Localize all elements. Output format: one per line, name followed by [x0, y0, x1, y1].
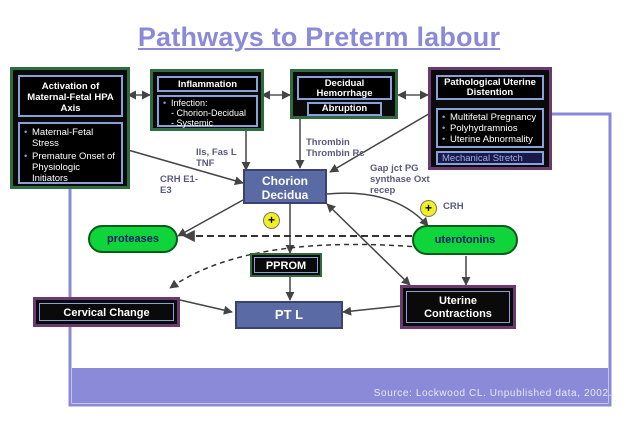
plus-marker-right: + [420, 200, 437, 217]
arrow-chorion-uterotonins [326, 192, 429, 227]
pathological-item-multifetal: Multifetal Pregnancy [442, 112, 538, 123]
activation-list-box: Maternal-Fetal Stress Premature Onset of… [18, 122, 123, 184]
activation-item-stress: Maternal-Fetal Stress [24, 127, 117, 149]
activation-title: Activation of Maternal-Fetal HPA Axis [18, 75, 123, 117]
inflammation-item-infection: Infection: [163, 98, 252, 108]
background-panel [68, 112, 612, 407]
proteases-pill: proteases [88, 225, 178, 253]
inflammation-list-box: Infection: - Chorion-Decidual - Systemic [157, 95, 258, 128]
uterotonins-pill: uterotonins [412, 225, 518, 255]
arrow-contractions-ptl [342, 305, 401, 316]
arrow-activation-chorion [127, 149, 244, 186]
pathological-item-polyhydramnios: Polyhydramnios [442, 123, 538, 134]
decidual-box: Decidual Hemorrhage Abruption [290, 69, 398, 119]
label-crh-e1-e3: CRH E1-E3 [160, 174, 199, 196]
label-ils-fas-tnf: Ils, Fas L TNF [196, 147, 237, 169]
cervical-change-label: Cervical Change [39, 303, 174, 321]
uterine-contractions-box: Uterine Contractions [400, 285, 516, 329]
pathological-item-uterine: Uterine Abnormality [442, 134, 538, 145]
pathological-box: Pathological Uterine Distention Multifet… [428, 67, 552, 170]
dashed-uterotonins-cervical [169, 243, 431, 289]
pprom-box: PPROM [250, 253, 322, 277]
activation-box: Activation of Maternal-Fetal HPA Axis Ma… [10, 67, 130, 189]
arrow-chorion-contractions [326, 203, 411, 286]
ptl-box: PT L [235, 301, 343, 329]
inflammation-item-systemic: - Systemic [171, 118, 214, 128]
arrow-pathological-chorion [329, 111, 433, 173]
chorion-decidua-box: Chorion Decidua [243, 169, 327, 204]
label-crh: CRH [443, 201, 464, 212]
source-citation: Source: Lockwood CL. Unpublished data, 2… [373, 388, 612, 399]
activation-item-initiators: Premature Onset of Physiologic Initiator… [24, 151, 117, 184]
source-band [72, 368, 608, 403]
inflammation-item-chorion: - Chorion-Decidual [171, 108, 247, 118]
arrow-cervical-ptl [179, 299, 233, 315]
page-title: Pathways to Preterm labour [137, 22, 501, 52]
abruption-label: Abruption [307, 102, 382, 116]
label-gap-junction: Gap jct PG synthase Oxt recep [370, 163, 430, 196]
mechanical-stretch: Mechanical Stretch [436, 151, 544, 165]
uterine-contractions-label: Uterine Contractions [406, 291, 510, 323]
pathological-list-box: Multifetal Pregnancy Polyhydramnios Uter… [436, 108, 544, 148]
arrow-chorion-proteases [177, 199, 244, 237]
inflammation-box: Inflammation Infection: - Chorion-Decidu… [150, 69, 264, 131]
plus-marker-left: + [263, 212, 280, 229]
pprom-label: PPROM [254, 257, 318, 273]
pathological-title: Pathological Uterine Distention [436, 75, 544, 100]
cervical-change-box: Cervical Change [33, 297, 180, 327]
label-thrombin: Thrombin Thrombin Rc [306, 137, 365, 159]
decidual-title: Decidual Hemorrhage [297, 76, 392, 100]
inflammation-title: Inflammation [157, 76, 258, 92]
